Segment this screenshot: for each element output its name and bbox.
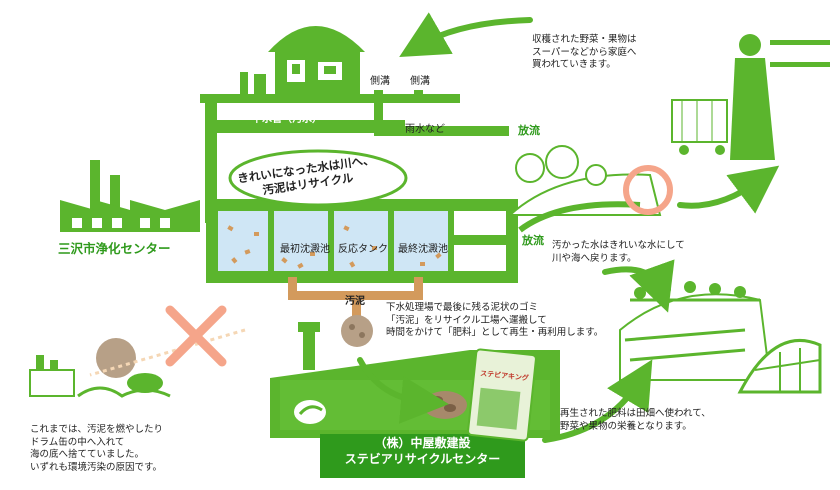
- fertilizer-bag-icon: [467, 348, 537, 442]
- river-note-line: 汚かった水はきれいな水にして: [552, 240, 685, 251]
- house-icon: [268, 26, 365, 94]
- fertilizer-use-note: 再生された肥料は田畑へ使われて、 野菜や果物の栄養となります。: [560, 408, 711, 433]
- factory-icon: [60, 160, 200, 232]
- purification-center-name: 三沢市浄化センター: [58, 241, 171, 256]
- discharge-label-top: 放流: [518, 124, 540, 137]
- speech-bubble: [228, 149, 408, 207]
- past-note-line: これまでは、汚泥を燃やしたり: [30, 424, 164, 435]
- sludge-recycle-note-line: 時間をかけて「肥料」として再生・再利用します。: [386, 327, 604, 339]
- tank-3-label: 最終沈澱池: [398, 244, 448, 255]
- kitchen-icon: [240, 72, 266, 94]
- river-note-line: 川や海へ戻ります。: [552, 252, 637, 264]
- fertilizer-use-note-line: 野菜や果物の栄養となります。: [560, 420, 692, 432]
- sludge-pipes: [288, 277, 423, 322]
- company-banner: [320, 434, 525, 478]
- harvest-note-line: スーパーなどから家庭へ: [532, 46, 637, 58]
- shopper-icon: [671, 34, 830, 160]
- farm-scene: [619, 281, 772, 381]
- sludge-recycle-note-line: 「汚泥」をリサイクル工場へ運搬して: [386, 314, 547, 326]
- sludge-ball-icon: [341, 315, 373, 347]
- side-ditch-label-1: 側溝: [370, 76, 390, 87]
- harvest-note-line: 買われていきます。: [532, 59, 616, 71]
- river-note: 汚かった水はきれいな水にして 川や海へ戻ります。: [552, 240, 685, 265]
- past-note-line: 海の底へ捨てていました。: [30, 449, 145, 461]
- cycle-arrows: [357, 12, 780, 443]
- greenhouse-icon: [737, 339, 822, 394]
- rain-water-label: 雨水など: [405, 124, 445, 135]
- sludge-label: 汚泥: [345, 296, 365, 307]
- pellets-icon: [423, 391, 467, 419]
- past-disposal-scene: [29, 328, 246, 398]
- past-flow-arrow: [89, 328, 246, 377]
- river-scene: [507, 145, 673, 233]
- side-ditch-label-2: 側溝: [410, 76, 430, 87]
- past-disposal-note: これまでは、汚泥を燃やしたり ドラム缶の中へ入れて 海の底へ捨てていました。 い…: [30, 424, 163, 474]
- tank-2-label: 反応タンク: [338, 244, 388, 255]
- sludge-recycle-note-line: 下水処理場で最後に残る泥状のゴミ: [386, 302, 539, 313]
- discharge-label-bottom: 放流: [522, 234, 544, 247]
- fertilizer-use-note-line: 再生された肥料は田畑へ使われて、: [560, 408, 711, 419]
- harvest-note: 収穫された野菜・果物は スーパーなどから家庭へ 買われていきます。: [532, 34, 637, 72]
- sewer-pipe-label: 下水管（汚水）: [252, 114, 322, 125]
- company-line-2: ステビアリサイクルセンター: [344, 452, 501, 467]
- company-name: （株）中屋敷建設 ステビアリサイクルセンター: [320, 435, 525, 467]
- sludge-recycle-note: 下水処理場で最後に残る泥状のゴミ 「汚泥」をリサイクル工場へ運搬して 時間をかけ…: [386, 302, 603, 340]
- past-note-line: いずれも環境汚染の原因です。: [30, 461, 163, 473]
- past-note-line: ドラム缶の中へ入れて: [30, 436, 125, 448]
- river-highlight-ring: [623, 165, 673, 215]
- harvest-note-line: 収穫された野菜・果物は: [532, 34, 637, 45]
- company-line-1: （株）中屋敷建設: [374, 436, 471, 450]
- treatment-tanks: [206, 199, 518, 283]
- no-mark-icon: [165, 305, 227, 367]
- tank-1-label: 最初沈澱池: [280, 244, 330, 255]
